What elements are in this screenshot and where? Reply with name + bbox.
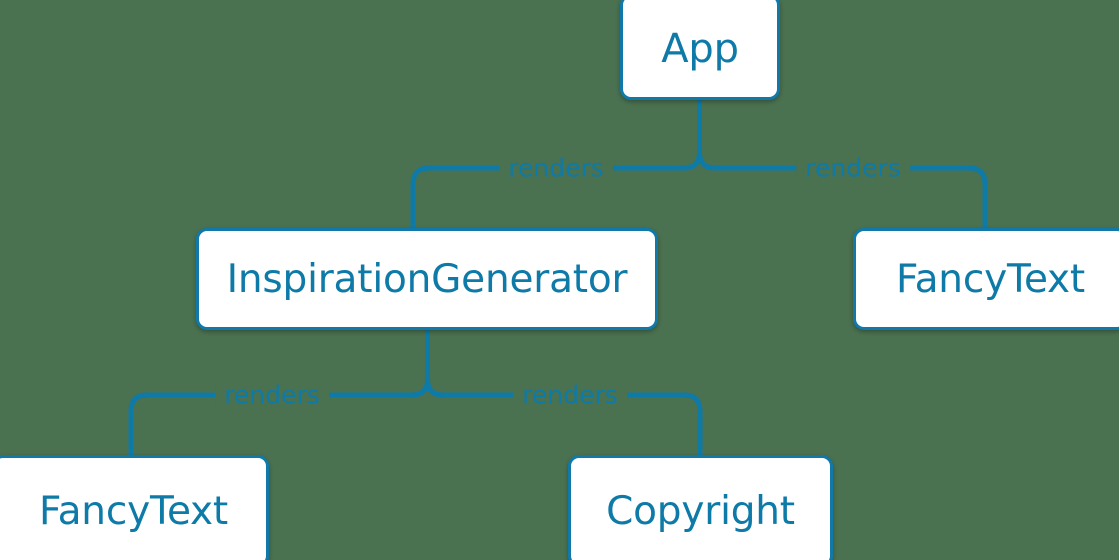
edge-app-stem xyxy=(683,100,702,171)
edge-label-app-to-fancytext-right: renders xyxy=(796,155,910,181)
node-inspiration-generator[interactable]: InspirationGenerator xyxy=(196,228,658,330)
node-app-label: App xyxy=(661,26,739,72)
node-copyright-label: Copyright xyxy=(606,488,795,534)
edge-label-app-to-inspiration-generator: renders xyxy=(499,155,613,181)
edge-app-stem-right xyxy=(697,151,716,171)
edge-inspiration-generator-stem xyxy=(411,330,430,398)
node-fancytext-right[interactable]: FancyText xyxy=(853,228,1119,330)
node-fancytext-right-label: FancyText xyxy=(895,256,1086,302)
edge-label-inspiration-generator-to-fancytext-bottom: renders xyxy=(215,382,329,408)
node-inspiration-generator-label: InspirationGenerator xyxy=(226,256,628,302)
node-fancytext-bottom-label: FancyText xyxy=(38,488,229,534)
edge-label-inspiration-generator-to-copyright: renders xyxy=(513,382,627,408)
node-app[interactable]: App xyxy=(620,0,780,100)
edge-inspiration-generator-stem-right xyxy=(425,378,444,398)
node-fancytext-bottom[interactable]: FancyText xyxy=(0,455,269,560)
node-copyright[interactable]: Copyright xyxy=(568,455,833,560)
